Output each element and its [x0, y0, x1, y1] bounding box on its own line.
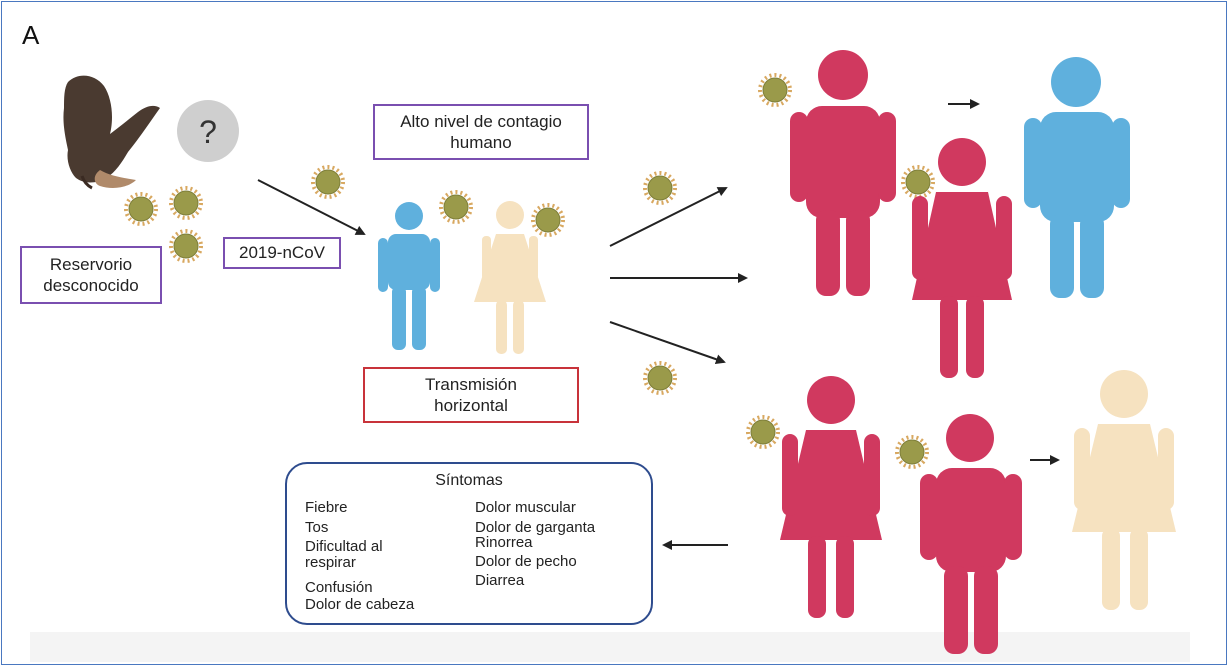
symptom-item: Confusión	[305, 579, 373, 596]
symptom-item: Dolor de pecho	[475, 553, 577, 570]
virus-icon	[311, 165, 345, 199]
arrow-icon	[609, 321, 726, 365]
virus-icon	[169, 186, 203, 220]
virus-icon	[439, 190, 473, 224]
symptom-item: Fiebre	[305, 499, 348, 516]
virus-icon	[643, 361, 677, 395]
symptom-item: Diarrea	[475, 572, 525, 589]
reservoir-label: Reservorio desconocido	[20, 246, 162, 304]
woman-icon	[1072, 370, 1176, 610]
symptoms-title: Síntomas	[435, 472, 503, 489]
arrow-icon	[609, 187, 728, 247]
transmission-label: Transmisión horizontal	[363, 367, 579, 423]
question-mark: ?	[199, 114, 217, 150]
symptoms-left-column: Fiebre Tos Dificultad al respirar Confus…	[305, 500, 414, 612]
symptom-item: Dificultad al	[305, 538, 383, 555]
man-icon	[378, 202, 440, 350]
contagion-label: Alto nivel de contagio humano	[373, 104, 589, 160]
woman-icon	[912, 138, 1012, 378]
symptom-item: Tos	[305, 519, 329, 536]
virus-icon	[124, 192, 158, 226]
bat-icon	[63, 75, 161, 190]
question-icon: ?	[177, 100, 239, 162]
symptom-item: Rinorrea	[475, 534, 533, 551]
panel-label: A	[22, 20, 40, 50]
virus-icon	[169, 229, 203, 263]
symptoms-right-column: Dolor muscular Dolor de garganta Rinorre…	[475, 500, 595, 588]
man-icon	[790, 50, 896, 296]
woman-icon	[780, 376, 882, 618]
arrow-icon	[257, 179, 366, 235]
virus-icon	[643, 171, 677, 205]
woman-icon	[474, 201, 546, 354]
man-icon	[920, 414, 1022, 654]
symptom-item: Dolor de garganta	[475, 519, 596, 536]
virus-icon	[531, 203, 565, 237]
virus-icon	[746, 415, 780, 449]
symptom-item: respirar	[305, 554, 356, 571]
virus-icon	[901, 165, 935, 199]
virus-name-label: 2019-nCoV	[223, 237, 341, 269]
virus-icon	[895, 435, 929, 469]
symptom-item: Dolor de cabeza	[305, 596, 415, 613]
symptom-item: Dolor muscular	[475, 499, 576, 516]
virus-icon	[758, 73, 792, 107]
symptoms-box: Síntomas Fiebre Tos Dificultad al respir…	[285, 462, 653, 625]
man-icon	[1024, 57, 1130, 298]
